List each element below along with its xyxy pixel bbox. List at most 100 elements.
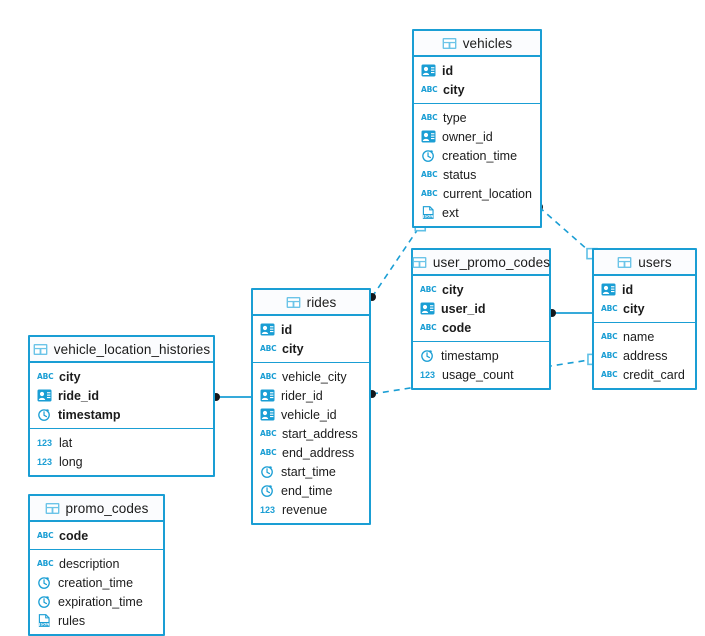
field-label: city <box>623 301 645 316</box>
field-row-address[interactable]: ABC address <box>594 346 695 365</box>
entity-header-vehicles[interactable]: vehicles <box>414 31 540 57</box>
abc-string-icon: ABC <box>37 372 54 381</box>
field-row-vehicle_id[interactable]: vehicle_id <box>253 405 369 424</box>
relationship-user_promo_codes-to-users[interactable] <box>548 309 592 317</box>
field-row-user_id[interactable]: user_id <box>413 299 549 318</box>
entity-title: promo_codes <box>65 500 149 516</box>
field-row-timestamp[interactable]: timestamp <box>30 405 213 424</box>
field-row-rider_id[interactable]: rider_id <box>253 386 369 405</box>
id-card-icon <box>421 64 436 77</box>
entity-header-user_promo_codes[interactable]: user_promo_codes <box>412 250 550 276</box>
field-row-ride_id[interactable]: ride_id <box>30 386 213 405</box>
field-row-id[interactable]: id <box>253 320 369 339</box>
field-row-code[interactable]: ABC code <box>413 318 549 337</box>
id-card-icon <box>260 408 275 421</box>
relationship-vehicle_location_histories-to-rides[interactable] <box>212 393 251 401</box>
clock-icon <box>420 349 435 362</box>
abc-string-icon: ABC <box>420 323 437 332</box>
field-label: current_location <box>443 186 532 201</box>
clock-icon <box>37 595 52 608</box>
entity-header-users[interactable]: users <box>594 250 695 276</box>
json-document-icon: JSON <box>37 614 52 627</box>
field-label: creation_time <box>58 575 134 590</box>
field-label: usage_count <box>442 367 514 382</box>
field-label: creation_time <box>442 148 518 163</box>
field-row-start_time[interactable]: start_time <box>253 462 369 481</box>
id-card-icon <box>37 389 52 402</box>
id-card-icon <box>601 283 616 296</box>
field-label: id <box>622 282 634 297</box>
field-label: address <box>623 348 668 363</box>
field-row-id[interactable]: id <box>594 280 695 299</box>
field-row-owner_id[interactable]: owner_id <box>414 127 540 146</box>
abc-string-icon: ABC <box>601 351 618 360</box>
field-row-id[interactable]: id <box>414 61 540 80</box>
field-row-current_location[interactable]: ABC current_location <box>414 184 540 203</box>
number-123-icon: 123 <box>37 437 53 448</box>
field-row-expiration_time[interactable]: expiration_time <box>30 592 163 611</box>
json-document-icon: JSON <box>421 206 436 219</box>
field-label: start_time <box>281 464 336 479</box>
abc-string-icon: ABC <box>37 531 54 540</box>
field-row-creation_time[interactable]: creation_time <box>30 573 163 592</box>
clock-icon <box>37 576 52 589</box>
entity-header-promo_codes[interactable]: promo_codes <box>30 496 163 522</box>
abc-string-icon: ABC <box>260 372 277 381</box>
field-row-end_time[interactable]: end_time <box>253 481 369 500</box>
abc-string-icon: ABC <box>421 189 438 198</box>
table-icon <box>286 296 301 309</box>
field-label: id <box>281 322 293 337</box>
entity-title: users <box>638 254 672 270</box>
field-row-timestamp[interactable]: timestamp <box>413 346 549 365</box>
table-icon <box>442 37 457 50</box>
field-label: ext <box>442 205 459 220</box>
field-label: end_address <box>282 445 355 460</box>
abc-string-icon: ABC <box>260 344 277 353</box>
table-icon <box>412 256 427 269</box>
clock-icon <box>37 408 52 421</box>
field-label: city <box>443 82 465 97</box>
field-row-ext[interactable]: JSON ext <box>414 203 540 222</box>
svg-text:JSON: JSON <box>38 621 50 626</box>
field-label: owner_id <box>442 129 493 144</box>
entity-header-rides[interactable]: rides <box>253 290 369 316</box>
entity-header-vehicle_location_histories[interactable]: vehicle_location_histories <box>30 337 213 363</box>
field-row-creation_time[interactable]: creation_time <box>414 146 540 165</box>
abc-string-icon: ABC <box>601 332 618 341</box>
field-label: id <box>442 63 454 78</box>
field-label: long <box>59 454 83 469</box>
abc-string-icon: ABC <box>421 113 438 122</box>
field-label: code <box>442 320 472 335</box>
